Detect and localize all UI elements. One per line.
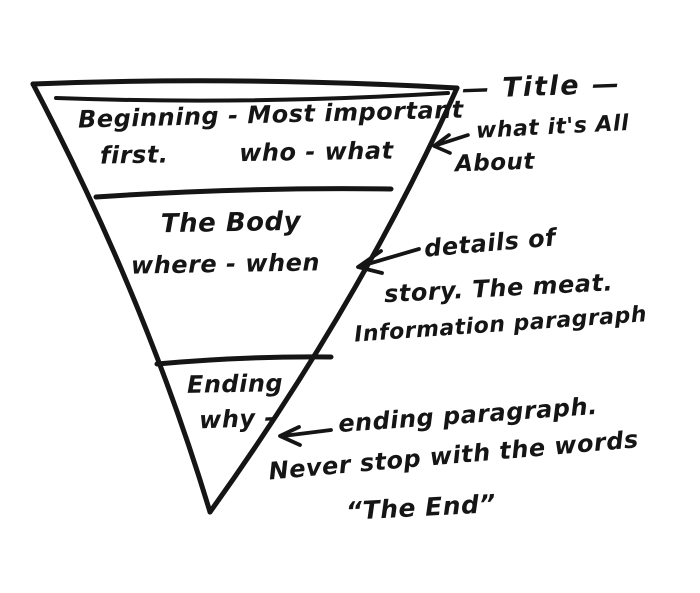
- beginning-section-sublabel: first. who - what: [99, 136, 394, 170]
- ending-section-label: Ending: [186, 369, 284, 399]
- pyramid-top-inner-edge: [54, 91, 450, 103]
- divider-beginning-body: [93, 186, 394, 200]
- title-annotation-line1: — Title —: [461, 68, 622, 106]
- body-section-label: The Body: [160, 206, 302, 240]
- ending-arrow-icon: [278, 425, 333, 447]
- pyramid-right-edge: [207, 85, 460, 515]
- body-section-sublabel: where - when: [130, 248, 321, 280]
- title-annotation-line3: About: [454, 148, 536, 178]
- ending-section-sublabel: why -: [198, 403, 276, 435]
- details-arrow-icon: [356, 247, 421, 275]
- pyramid-left-edge: [30, 81, 213, 515]
- divider-body-ending: [154, 354, 334, 367]
- title-arrow-icon: [432, 133, 470, 155]
- pyramid-top-edge: [30, 78, 460, 91]
